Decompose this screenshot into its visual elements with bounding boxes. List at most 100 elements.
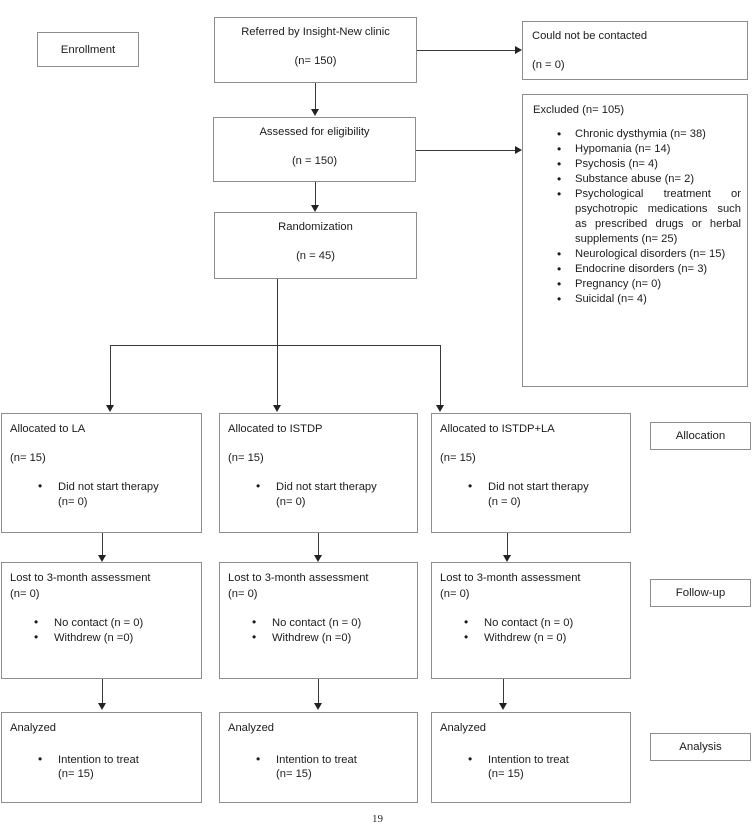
excluded-reason-item: Pregnancy (n= 0) xyxy=(533,276,747,292)
list-item: Intention to treat (n= 15) xyxy=(10,752,201,783)
box-assessed-title: Assessed for eligibility xyxy=(259,126,370,138)
box-allocated-istdp: Allocated to ISTDP (n= 15) Did not start… xyxy=(219,413,418,533)
arrowhead-istdpla-to-analysis xyxy=(498,703,507,710)
box-followup-istdp-la-title: Lost to 3-month assessment xyxy=(440,572,581,584)
excluded-reason-item: Psychological treatment or psychotropic … xyxy=(533,186,747,247)
box-allocated-istdp-la-count: (n= 15) xyxy=(440,451,476,464)
box-assessed-count: (n = 150) xyxy=(291,154,338,167)
analyzed-istdp-bullet-text: Intention to treat xyxy=(276,753,357,766)
allocated-la-bullets: Did not start therapy (n= 0) xyxy=(10,479,201,510)
list-item: Withdrew (n =0) xyxy=(10,630,201,646)
box-excluded-title: Excluded (n= 105) xyxy=(533,104,625,116)
stage-label-analysis-text: Analysis xyxy=(679,741,722,753)
excluded-reason-item: Hypomania (n= 14) xyxy=(533,141,747,157)
box-excluded: Excluded (n= 105) Chronic dysthymia (n= … xyxy=(522,94,748,387)
box-allocated-istdp-la: Allocated to ISTDP+LA (n= 15) Did not st… xyxy=(431,413,631,533)
box-followup-istdp: Lost to 3-month assessment (n= 0) No con… xyxy=(219,562,418,679)
analyzed-la-bullets: Intention to treat (n= 15) xyxy=(10,752,201,783)
analyzed-istdp-la-bullets: Intention to treat (n= 15) xyxy=(440,752,630,783)
box-followup-la: Lost to 3-month assessment (n= 0) No con… xyxy=(1,562,202,679)
analyzed-istdp-la-bullet-text: Intention to treat xyxy=(488,753,569,766)
box-allocated-istdp-count: (n= 15) xyxy=(228,451,264,464)
excluded-reason-item: Neurological disorders (n= 15) xyxy=(533,246,747,262)
arrowhead-branch-right xyxy=(435,405,444,412)
allocated-istdp-la-bullet-text: Did not start therapy xyxy=(488,481,589,494)
connector-branch-right xyxy=(440,345,441,405)
arrowhead-referred-to-notcontacted xyxy=(515,45,522,54)
list-item: Did not start therapy (n= 0) xyxy=(228,479,417,510)
analyzed-istdp-bullets: Intention to treat (n= 15) xyxy=(228,752,417,783)
followup-la-bullets: No contact (n = 0) Withdrew (n =0) xyxy=(10,615,201,646)
connector-istdpla-to-followup xyxy=(507,533,508,555)
box-analyzed-istdp-la: Analyzed Intention to treat (n= 15) xyxy=(431,712,631,803)
stage-label-followup: Follow-up xyxy=(650,579,751,607)
box-followup-istdp-la: Lost to 3-month assessment (n= 0) No con… xyxy=(431,562,631,679)
box-analyzed-la: Analyzed Intention to treat (n= 15) xyxy=(1,712,202,803)
stage-label-followup-text: Follow-up xyxy=(675,587,726,599)
box-followup-la-count: (n= 0) xyxy=(10,587,40,600)
arrowhead-istdp-to-analysis xyxy=(313,703,322,710)
list-item: Withdrew (n =0) xyxy=(228,630,417,646)
box-could-not-be-contacted-title: Could not be contacted xyxy=(532,30,648,42)
allocated-istdp-bullet-count: (n= 0) xyxy=(276,495,306,508)
analyzed-la-bullet-count: (n= 15) xyxy=(58,768,94,781)
arrowhead-la-to-followup xyxy=(97,555,106,562)
excluded-reason-item: Psychosis (n= 4) xyxy=(533,156,747,172)
arrowhead-istdp-to-followup xyxy=(313,555,322,562)
connector-istdpla-to-analysis xyxy=(503,679,504,703)
connector-assessed-to-excluded xyxy=(416,150,515,151)
box-randomization-title: Randomization xyxy=(278,221,353,233)
connector-istdp-to-analysis xyxy=(318,679,319,703)
analyzed-istdp-bullet-count: (n= 15) xyxy=(276,768,312,781)
excluded-reason-list: Chronic dysthymia (n= 38) Hypomania (n= … xyxy=(533,126,747,307)
arrowhead-assessed-to-randomization xyxy=(310,205,319,212)
allocated-la-bullet-text: Did not start therapy xyxy=(58,481,159,494)
arrowhead-branch-left xyxy=(105,405,114,412)
box-allocated-istdp-la-title: Allocated to ISTDP+LA xyxy=(440,423,555,435)
box-analyzed-istdp: Analyzed Intention to treat (n= 15) xyxy=(219,712,418,803)
connector-referred-to-assessed xyxy=(315,83,316,109)
connector-branch-left xyxy=(110,345,111,405)
page-number: 19 xyxy=(372,813,383,825)
arrowhead-branch-center xyxy=(272,405,281,412)
list-item: Withdrew (n = 0) xyxy=(440,630,630,646)
box-referred-count: (n= 150) xyxy=(294,54,337,67)
excluded-reason-item: Suicidal (n= 4) xyxy=(533,291,747,307)
arrowhead-assessed-to-excluded xyxy=(515,145,522,154)
box-allocated-la-count: (n= 15) xyxy=(10,451,46,464)
box-followup-istdp-title: Lost to 3-month assessment xyxy=(228,572,369,584)
box-analyzed-istdp-title: Analyzed xyxy=(228,722,275,734)
connector-la-to-followup xyxy=(102,533,103,555)
box-followup-istdp-la-count: (n= 0) xyxy=(440,587,470,600)
arrowhead-istdpla-to-followup xyxy=(502,555,511,562)
box-allocated-istdp-title: Allocated to ISTDP xyxy=(228,423,323,435)
box-allocated-la: Allocated to LA (n= 15) Did not start th… xyxy=(1,413,202,533)
box-randomization: Randomization (n = 45) xyxy=(214,212,417,279)
analyzed-la-bullet-text: Intention to treat xyxy=(58,753,139,766)
allocated-istdp-la-bullets: Did not start therapy (n = 0) xyxy=(440,479,630,510)
box-referred: Referred by Insight-New clinic (n= 150) xyxy=(214,17,417,83)
list-item: No contact (n = 0) xyxy=(10,615,201,631)
box-followup-la-title: Lost to 3-month assessment xyxy=(10,572,151,584)
stage-label-enrollment: Enrollment xyxy=(37,32,139,67)
analyzed-istdp-la-bullet-count: (n= 15) xyxy=(488,768,524,781)
excluded-reason-item: Endocrine disorders (n= 3) xyxy=(533,261,747,277)
connector-allocation-distribution xyxy=(110,345,441,346)
allocated-istdp-bullet-text: Did not start therapy xyxy=(276,481,377,494)
box-analyzed-la-title: Analyzed xyxy=(10,722,57,734)
connector-randomization-stem xyxy=(277,279,278,405)
list-item: Did not start therapy (n = 0) xyxy=(440,479,630,510)
arrowhead-la-to-analysis xyxy=(97,703,106,710)
box-randomization-count: (n = 45) xyxy=(296,249,335,262)
box-could-not-be-contacted-count: (n = 0) xyxy=(532,58,565,71)
box-followup-istdp-count: (n= 0) xyxy=(228,587,258,600)
box-allocated-la-title: Allocated to LA xyxy=(10,423,86,435)
stage-label-allocation: Allocation xyxy=(650,422,751,450)
excluded-reason-item: Substance abuse (n= 2) xyxy=(533,171,747,187)
list-item: No contact (n = 0) xyxy=(228,615,417,631)
connector-assessed-to-randomization xyxy=(315,182,316,205)
box-referred-title: Referred by Insight-New clinic xyxy=(241,26,390,38)
list-item: No contact (n = 0) xyxy=(440,615,630,631)
list-item: Did not start therapy (n= 0) xyxy=(10,479,201,510)
